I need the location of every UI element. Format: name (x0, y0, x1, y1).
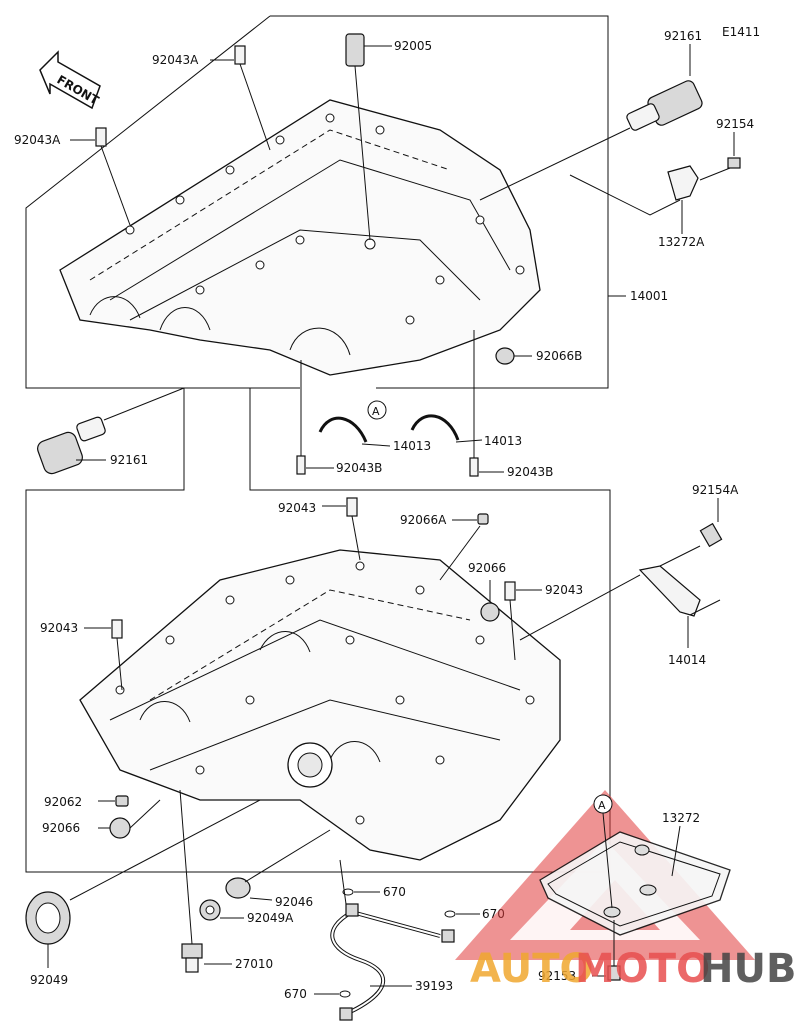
lower-crankcase (79, 549, 561, 861)
part-670-b (444, 910, 480, 918)
callout-a-lower-text: A (598, 799, 606, 812)
part-92043-left (84, 619, 123, 691)
part-14014 (519, 565, 721, 648)
part-92066 (480, 580, 500, 622)
label-92066A: 92066A (400, 513, 447, 527)
label-92062: 92062 (44, 795, 82, 809)
watermark-part1: AUTO (470, 946, 594, 992)
label-92049: 92049 (30, 973, 68, 987)
part-670-a (342, 888, 380, 896)
label-92066: 92066 (468, 561, 506, 575)
label-92043A-left: 92043A (14, 133, 61, 147)
part-92005 (345, 33, 392, 241)
label-92005: 92005 (394, 39, 432, 53)
label-13272: 13272 (662, 811, 700, 825)
part-14013-left (318, 416, 391, 447)
label-92161-left: 92161 (110, 453, 148, 467)
label-92043B-left: 92043B (336, 461, 382, 475)
label-92046: 92046 (275, 895, 313, 909)
part-92154 (699, 132, 741, 181)
part-92043A-top (210, 45, 271, 151)
label-39193: 39193 (415, 979, 453, 993)
part-13272A (569, 165, 699, 234)
label-92043A-top: 92043A (152, 53, 199, 67)
label-92043-left: 92043 (40, 621, 78, 635)
label-14013-left: 14013 (393, 439, 431, 453)
label-670-a: 670 (383, 885, 406, 899)
callout-a-upper: A (367, 400, 387, 420)
label-13272A: 13272A (658, 235, 705, 249)
label-92043-right: 92043 (545, 583, 583, 597)
watermark-text: AUTO MOTO HUB (470, 946, 796, 992)
label-92043B-right: 92043B (507, 465, 553, 479)
label-14001: 14001 (630, 289, 668, 303)
label-670-c: 670 (284, 987, 307, 1001)
label-27010: 27010 (235, 957, 273, 971)
label-92154A: 92154A (692, 483, 739, 497)
part-92046 (225, 829, 331, 901)
part-92161-top (479, 44, 703, 201)
part-92066B (495, 347, 532, 365)
callout-a-lower: A (593, 794, 613, 909)
part-92043B-left (296, 360, 334, 475)
part-92043A-left (70, 127, 131, 226)
part-92066-left (98, 799, 161, 839)
watermark-part2: MOTO (575, 946, 710, 992)
label-14014: 14014 (668, 653, 706, 667)
part-92043-right (504, 581, 542, 661)
part-92049A (199, 899, 244, 921)
part-13272-oil-pan (539, 825, 731, 981)
part-92043B-right (469, 330, 504, 477)
callout-a-text: A (372, 405, 380, 418)
label-92066-left: 92066 (42, 821, 80, 835)
label-14013-right: 14013 (484, 434, 522, 448)
part-92049 (25, 799, 261, 968)
upper-crankcase (59, 99, 541, 376)
part-92043-top (322, 497, 361, 561)
part-92161-left (37, 387, 185, 475)
part-92066A (439, 513, 489, 581)
part-670-c (314, 990, 351, 998)
label-92153: 92153 (538, 969, 576, 983)
label-92049A: 92049A (247, 911, 294, 925)
front-arrow-icon: FRONT (39, 50, 102, 110)
label-92161-top: 92161 (664, 29, 702, 43)
label-92066B: 92066B (536, 349, 582, 363)
label-92043-top: 92043 (278, 501, 316, 515)
part-39193-pipe (330, 859, 455, 1021)
label-92154: 92154 (716, 117, 754, 131)
part-27010 (179, 789, 232, 973)
upper-case-frame (25, 15, 611, 873)
part-14013-right (410, 414, 483, 443)
part-92154A (659, 498, 723, 567)
diagram-id: E1411 (722, 25, 760, 39)
watermark-part3: HUB (700, 946, 796, 992)
part-92062 (98, 795, 129, 807)
